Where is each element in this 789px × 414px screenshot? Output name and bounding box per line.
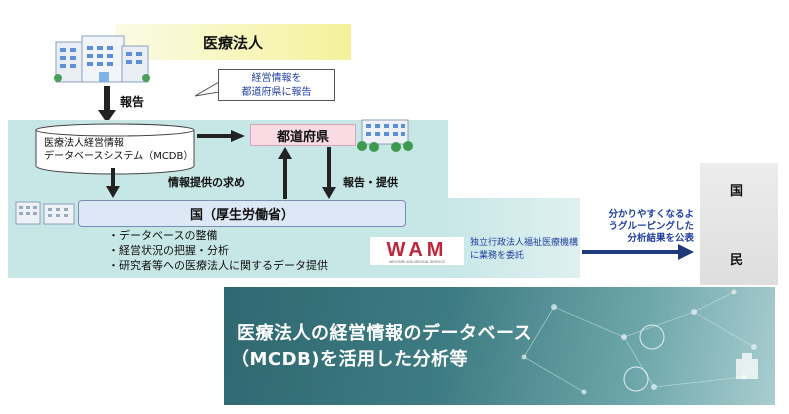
task-item: ・経営状況の把握・分析 (108, 244, 229, 257)
prefecture-box: 都道府県 (250, 124, 356, 146)
arrow-up-icon (278, 147, 292, 199)
request-label: 情報提供の求め (168, 176, 245, 189)
wam-logo-subtext: WELFARE AND MEDICAL SERVICE (389, 260, 446, 264)
public-note: 分かりやすくなるよ うグルーピングした 分析結果を公表 (590, 209, 694, 245)
report-label: 報告 (120, 95, 145, 109)
network-illustration (521, 289, 758, 395)
public-note-line-1: 分かりやすくなるよ (608, 209, 694, 220)
public-note-line-2: うグルーピングした (608, 221, 694, 232)
wam-note: 独立行政法人福祉医療機構に業務を委託 (470, 238, 579, 261)
database-label: 医療法人経営情報 データベースシステム（MCDB） (44, 137, 194, 163)
people-label-bottom: 民 (730, 253, 744, 268)
bubble-line-1: 経営情報を (251, 73, 302, 84)
wam-logo-text: WAM (387, 239, 448, 261)
corporation-label: 医療法人 (115, 24, 351, 60)
public-note-line-3: 分析結果を公表 (627, 233, 694, 244)
reply-label: 報告・提供 (343, 176, 398, 189)
people-label-top: 国 (730, 184, 744, 199)
arrow-down-icon (322, 147, 336, 199)
database-line-2: データベースシステム（MCDB） (44, 151, 194, 162)
arrow-right-icon (197, 130, 245, 142)
task-item: ・研究者等への医療法人に関するデータ提供 (108, 259, 328, 272)
people-box (700, 163, 778, 285)
database-line-1: 医療法人経営情報 (44, 138, 124, 149)
national-government-bar: 国（厚生労働省） (78, 200, 406, 227)
report-bubble: 経営情報を 都道府県に報告 (218, 69, 335, 101)
task-item: ・データベースの整備 (108, 229, 218, 242)
banner-title-line-2: （MCDB)を活用した分析等 (231, 349, 469, 370)
database-icon (35, 123, 195, 175)
task-list: ・データベースの整備 ・経営状況の把握・分析 ・研究者等への医療法人に関するデー… (108, 228, 328, 273)
analysis-banner: 医療法人の経営情報のデータベース （MCDB)を活用した分析等 (224, 287, 775, 405)
prefecture-building-icon (357, 119, 413, 152)
government-building-icon (15, 201, 75, 225)
bubble-line-2: 都道府県に報告 (241, 87, 312, 98)
arrow-down-icon (106, 168, 120, 198)
hospital-icon (54, 35, 150, 83)
arrow-right-icon (582, 244, 694, 260)
arrow-down-icon (98, 86, 116, 123)
banner-title-line-1: 医療法人の経営情報のデータベース (237, 323, 533, 344)
wam-logo: WAM WELFARE AND MEDICAL SERVICE (370, 237, 464, 265)
